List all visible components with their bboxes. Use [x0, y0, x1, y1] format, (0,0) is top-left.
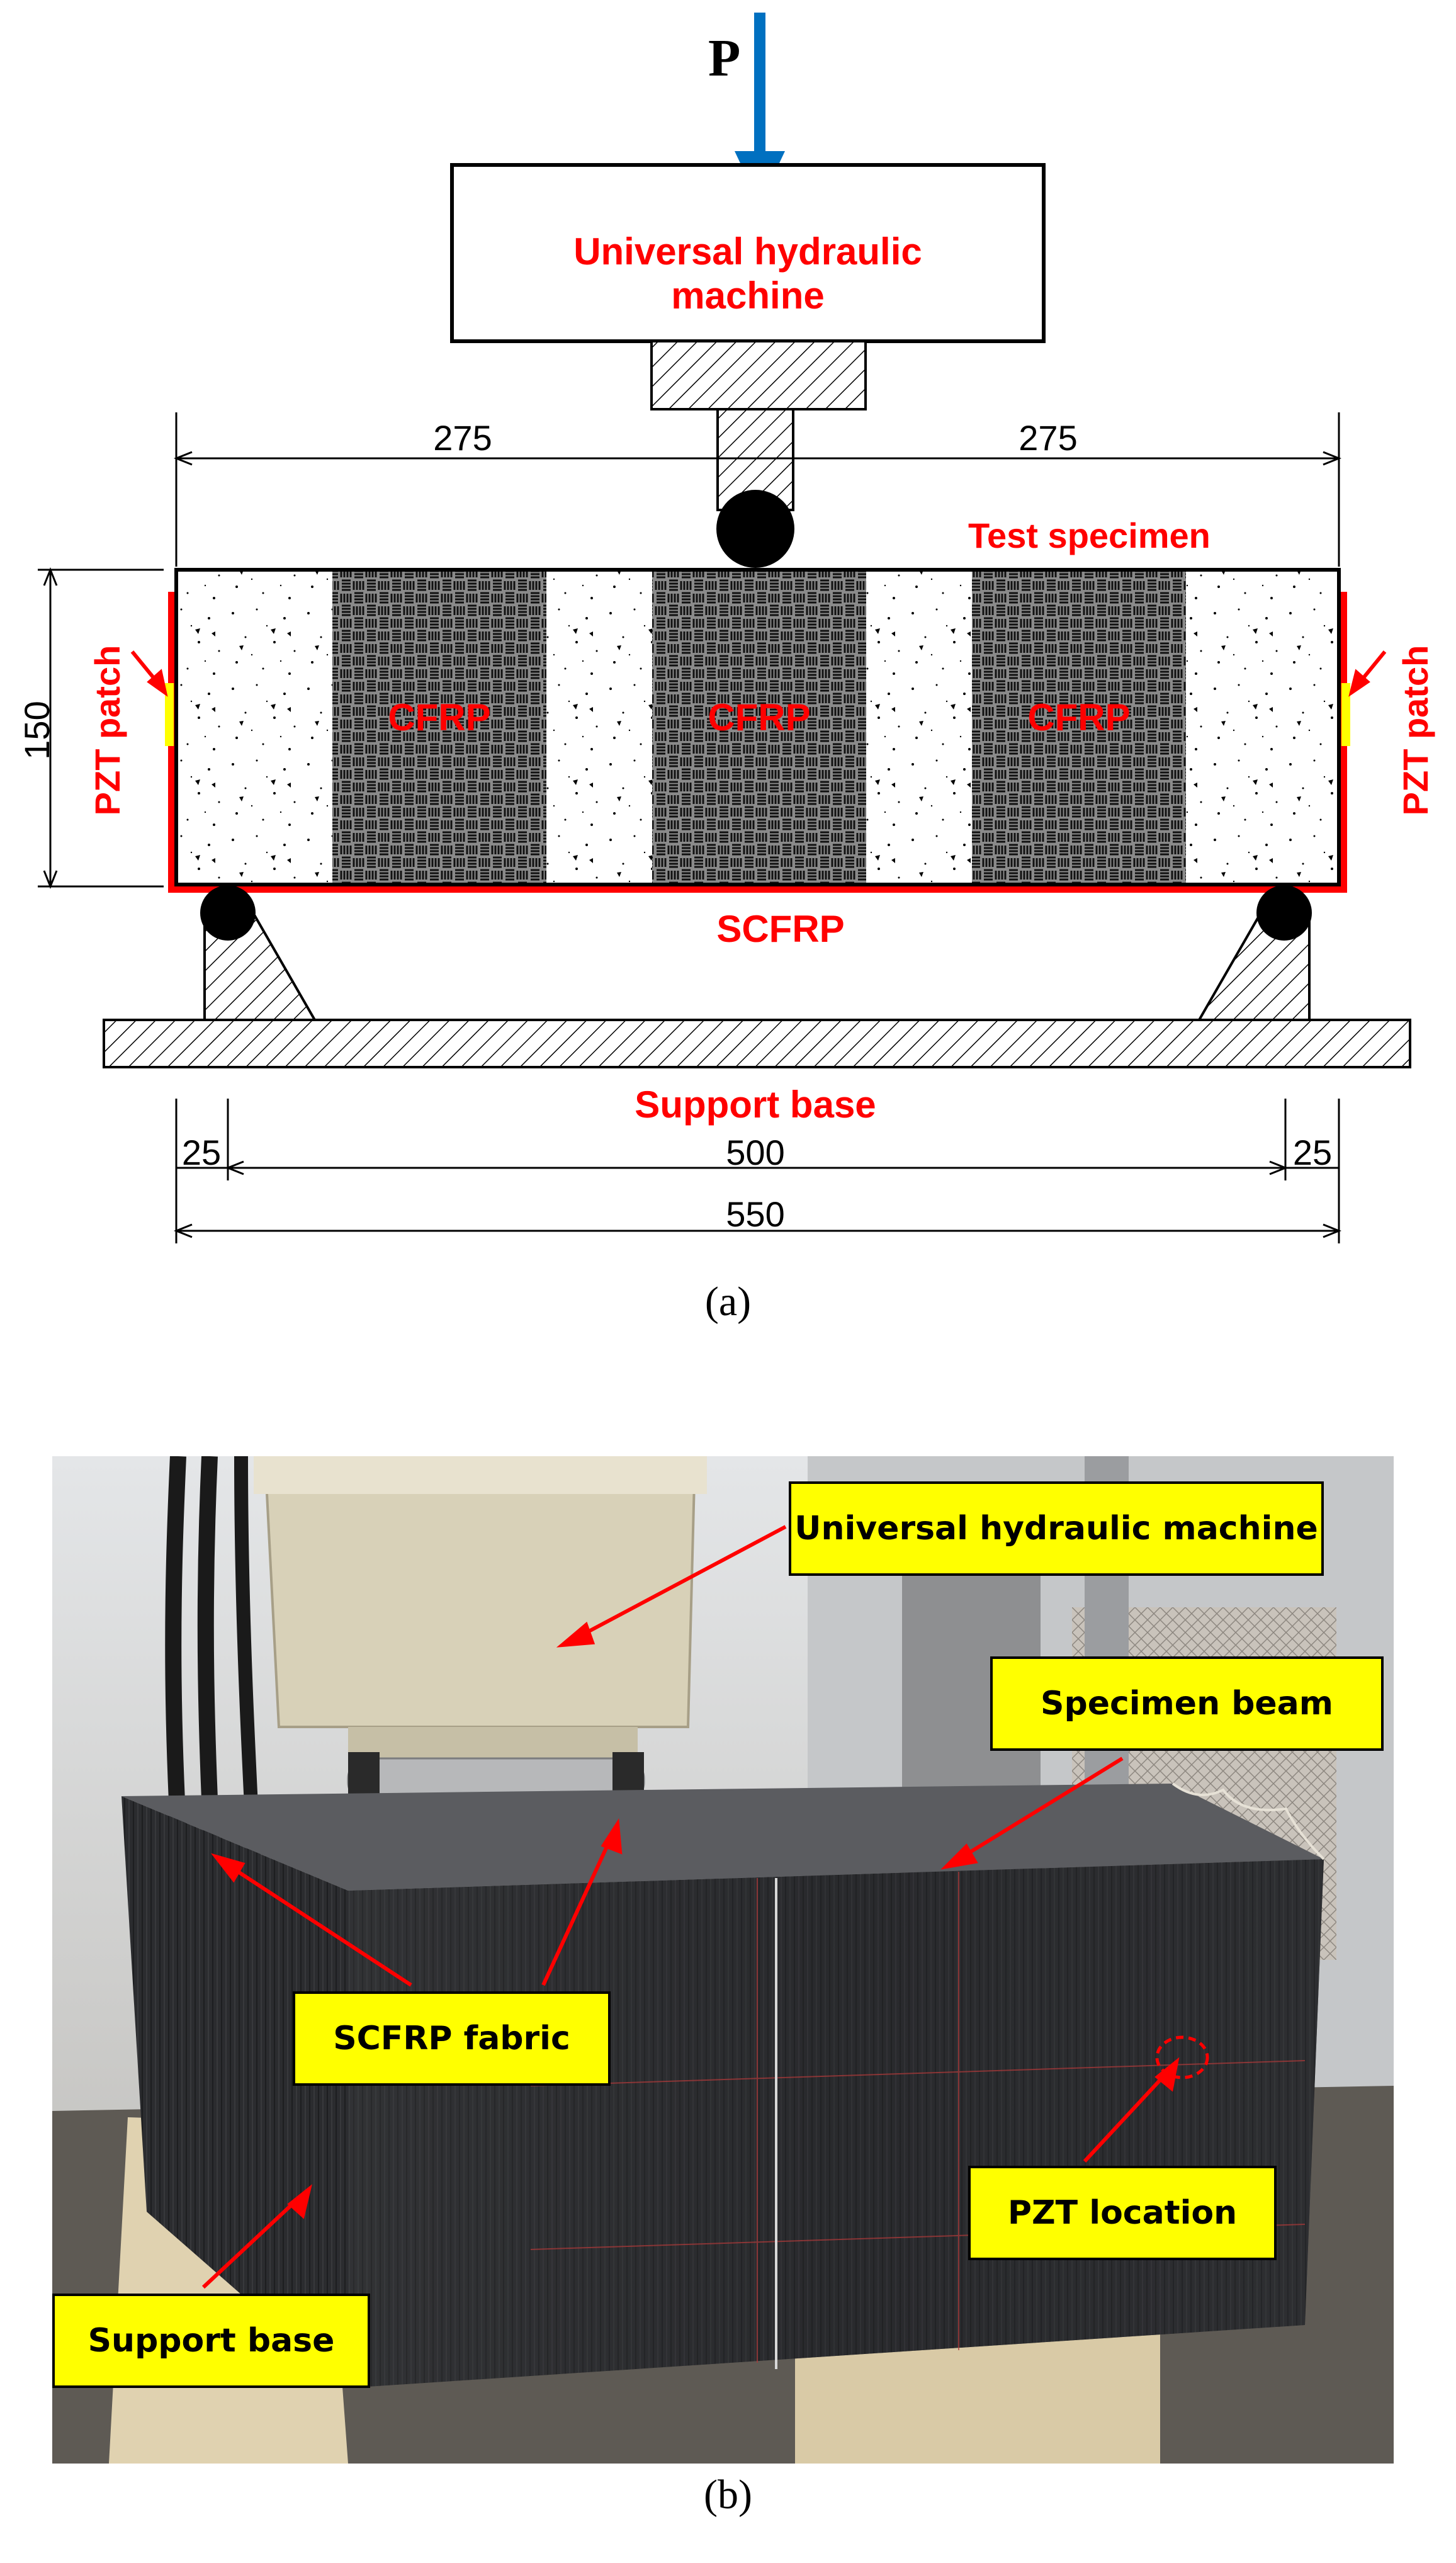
support-base-plate [103, 1019, 1411, 1068]
hydraulic-machine-box [450, 163, 1046, 343]
callout-arrows [201, 1525, 1180, 2289]
cfrp-label-1: CFRP [388, 696, 490, 738]
support-label: Support base [635, 1083, 876, 1126]
machine-label-line1: Universal hydraulic [573, 230, 922, 273]
pzt-location-marker [1155, 2035, 1209, 2079]
dim-left-half: 275 [433, 418, 492, 458]
cfrp-strip-2 [652, 570, 866, 885]
callout-fabric: SCFRP fabric [293, 1991, 611, 2086]
cfrp-strip-3 [972, 570, 1186, 885]
loading-plate [650, 340, 867, 410]
pzt-patch-left [165, 683, 174, 746]
test-beam [174, 568, 1341, 886]
machine-label-line2: machine [671, 274, 824, 317]
test-setup-photo: Universal hydraulic machine Specimen bea… [52, 1456, 1394, 2464]
callout-support: Support base [52, 2294, 370, 2388]
load-label: P [708, 29, 740, 88]
dim-overhang-left: 25 [182, 1133, 221, 1172]
support-right [1197, 885, 1312, 1021]
callout-machine: Universal hydraulic machine [789, 1481, 1324, 1576]
height-dimension [38, 567, 164, 890]
loading-roller [716, 490, 794, 568]
callout-specimen: Specimen beam [990, 1656, 1384, 1751]
dim-overhang-right: 25 [1293, 1133, 1332, 1172]
specimen-label: Test specimen [968, 516, 1211, 555]
dim-span: 500 [726, 1133, 784, 1172]
top-dimension [173, 412, 1342, 567]
caption-a: (a) [704, 1279, 752, 1325]
pzt-arrows [130, 650, 1387, 697]
caption-b: (b) [704, 2472, 752, 2518]
dim-right-half: 275 [1019, 418, 1077, 458]
scfrp-label: SCFRP [716, 908, 844, 950]
support-left [200, 885, 317, 1021]
pzt-patch-right [1341, 683, 1350, 746]
test-setup-schematic: P Universal hydraulic machine 275 275 Te… [17, 13, 1435, 1243]
pzt-right-label: PZT patch [1396, 645, 1435, 816]
bottom-dimensions [173, 1099, 1342, 1243]
callout-pzt: PZT location [968, 2166, 1277, 2260]
cfrp-strip-1 [332, 570, 546, 885]
cfrp-label-2: CFRP [708, 696, 810, 738]
dim-total: 550 [726, 1194, 784, 1234]
pzt-left-label: PZT patch [87, 645, 127, 816]
dim-height: 150 [17, 701, 57, 759]
cfrp-label-3: CFRP [1027, 696, 1130, 738]
